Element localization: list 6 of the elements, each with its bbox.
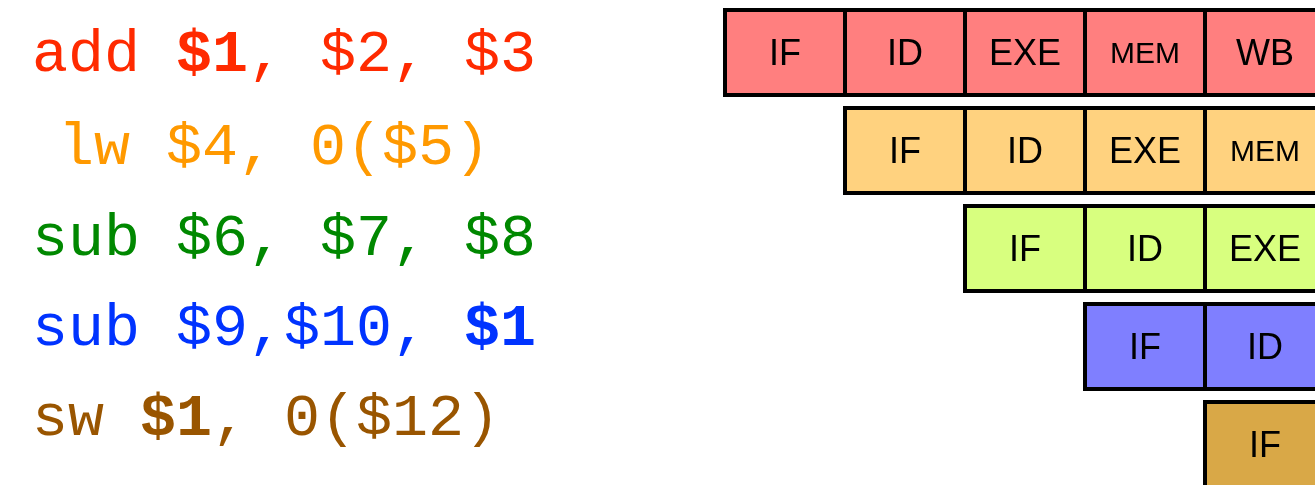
instruction-text: add $1, $2, $3 <box>32 20 537 90</box>
instruction-text: lw $4, 0($5) <box>58 113 491 183</box>
instruction-text: sw $1, 0($12) <box>32 384 501 454</box>
instruction-text: sub $6, $7, $8 <box>32 204 537 274</box>
pipeline-stage-box: IF <box>1203 400 1315 485</box>
instruction-text: sub $9,$10, $1 <box>32 294 537 364</box>
